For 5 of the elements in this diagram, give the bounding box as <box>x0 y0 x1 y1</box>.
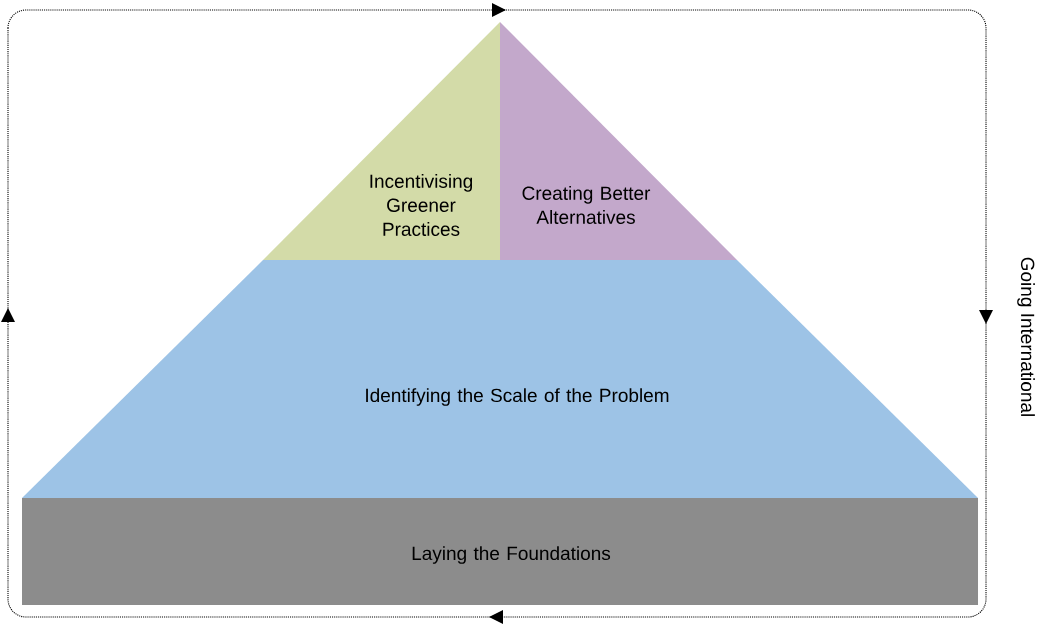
triangle-segment: Incentivising Greener Practices <box>263 22 500 260</box>
foundation-bar: Laying the Foundations <box>22 498 978 605</box>
trapezoid-band: Identifying the Scale of the Problem <box>22 260 978 498</box>
side-label: Going International <box>1017 257 1035 416</box>
triangle-segment: Creating Better Alternatives <box>500 22 737 260</box>
